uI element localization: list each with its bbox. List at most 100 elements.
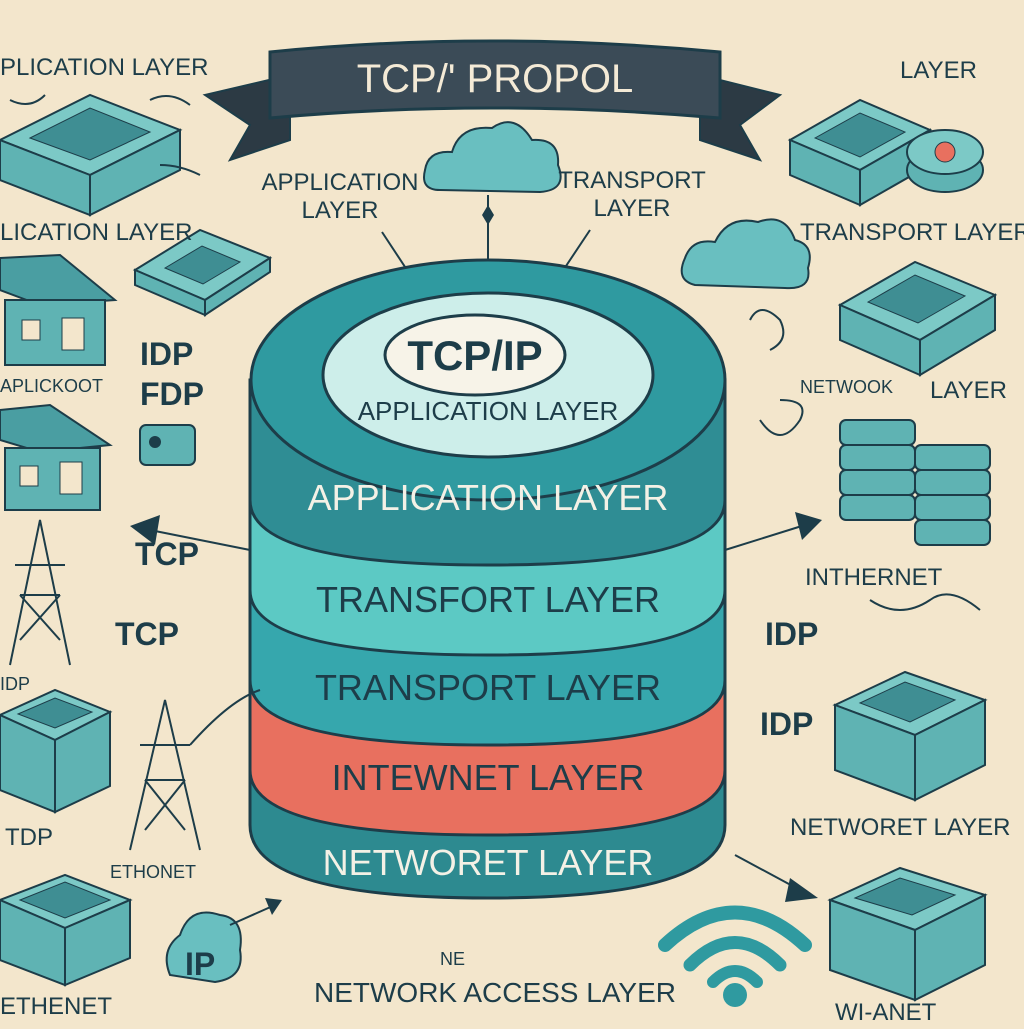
arrow-left-shaft — [149, 529, 251, 551]
banner-title: TCP/' PROPOL — [357, 57, 634, 101]
cloud-left-label-1: APPLICATION — [262, 169, 419, 196]
server-1-unit-2 — [839, 444, 916, 471]
device-left-mid-grid-icon — [16, 697, 94, 729]
device-bottom-left-side — [64, 898, 131, 987]
truck-right — [827, 866, 988, 1002]
doodle-3 — [759, 399, 804, 436]
server-1-unit-4 — [839, 494, 916, 521]
disk-top-right — [906, 129, 984, 193]
label-bottom-network-access: NETWORK ACCESS LAYER — [314, 977, 676, 1008]
layer-label-transfort: TRANSFORT LAYER — [316, 579, 660, 620]
pylon-2-brace-2 — [144, 779, 186, 831]
device-bottom-left-grid-icon — [18, 881, 112, 919]
label-fdp-left: FDP — [140, 376, 204, 412]
arrow-bottom-right — [734, 854, 818, 902]
doodles — [9, 94, 981, 611]
gadget-dot-icon — [149, 436, 161, 448]
ip-arrow-shaft — [229, 904, 276, 926]
label-right-network: NETWOOK — [800, 377, 893, 397]
top-cloud — [423, 121, 562, 318]
device-right-low-grid-icon — [858, 681, 957, 723]
cloud-left-label-2: LAYER — [302, 197, 379, 224]
label-right-idp-2: IDP — [760, 706, 813, 742]
arrow-right-head-icon — [795, 512, 822, 540]
cloud-right-label-1: TRANSPORT — [558, 167, 706, 194]
layer-label-transport: TRANSPORT LAYER — [315, 667, 661, 708]
banner-ribbon — [268, 39, 722, 120]
server-2-unit-4 — [914, 519, 991, 546]
label-ethonet-left: ETHONET — [110, 862, 196, 882]
label-ip-bottom: IP — [185, 946, 215, 982]
cloud-right-icon — [680, 218, 811, 290]
label-bottom-ne: NE — [440, 949, 465, 969]
device-left-mid — [0, 688, 113, 814]
arrow-right-shaft — [724, 524, 806, 551]
wifi-arc-1 — [658, 905, 812, 952]
chip-grid-icon — [163, 245, 242, 285]
servers-right — [839, 419, 991, 546]
layer-label-network: NETWORET LAYER — [323, 842, 654, 883]
truck-grid-icon — [853, 877, 957, 916]
label-tdp-left: TDP — [5, 824, 53, 851]
device-right-mid-side — [919, 293, 996, 377]
arrow-left-head-icon — [130, 515, 160, 545]
device-right-mid-grid-icon — [866, 274, 967, 324]
pylon-left-1 — [9, 519, 71, 666]
device-top-left-grid-icon — [28, 107, 152, 161]
label-top-left-application: PLICATION LAYER — [0, 54, 209, 81]
house-left-2 — [0, 403, 113, 511]
wifi-arc-2 — [683, 936, 787, 972]
label-idp-left: IDP — [140, 336, 193, 372]
connector-diamond-icon — [482, 205, 494, 225]
doodle-5 — [749, 309, 785, 351]
pylon-left-2 — [129, 689, 261, 851]
device-top-left-side — [89, 128, 181, 217]
stack-top-title: TCP/IP — [407, 332, 542, 379]
house-2-door — [59, 461, 83, 495]
truck-side — [914, 893, 986, 1002]
server-2-unit-1 — [914, 444, 991, 471]
device-bottom-left — [0, 873, 133, 987]
stack-top-badge — [383, 313, 567, 397]
label-tcp-left-1: TCP — [135, 536, 199, 572]
label-top-right-layer: LAYER — [900, 57, 977, 84]
device-left-mid-side — [54, 710, 111, 814]
cloud-right — [680, 218, 811, 290]
label-right-layer: LAYER — [930, 377, 1007, 404]
pylon-1-brace-2 — [19, 594, 61, 641]
gadget-left — [139, 424, 196, 466]
ip-arrow-head-icon — [265, 898, 282, 915]
cloud-right-label-2: LAYER — [594, 195, 671, 222]
house-1-window — [21, 319, 41, 341]
doodle-2 — [149, 95, 191, 106]
server-1-unit-1 — [839, 419, 916, 446]
title-banner: TCP/' PROPOL — [202, 39, 783, 162]
ip-cloud-icon — [165, 911, 242, 984]
pylon-1-legs — [9, 519, 71, 666]
layer-label-internet: INTEWNET LAYER — [332, 757, 645, 798]
server-2-unit-2 — [914, 469, 991, 496]
label-right-transport: TRANSPORT LAYER — [800, 219, 1024, 246]
arrow-bottom-right-head-icon — [785, 878, 818, 902]
device-top-left — [0, 93, 183, 217]
chip-side — [204, 256, 271, 317]
label-idp-small-left: IDP — [0, 674, 30, 694]
arrow-right — [724, 512, 822, 551]
cloud-icon — [423, 121, 562, 194]
disk-red-button-icon — [934, 141, 956, 163]
device-right-mid — [837, 260, 998, 377]
label-left-application-2: LICATION LAYER — [0, 219, 193, 246]
pylon-2-wire — [189, 689, 261, 746]
house-1-wall — [4, 299, 106, 366]
server-2-unit-3 — [914, 494, 991, 521]
device-right-low — [832, 670, 988, 802]
label-aplickoot: APLICKOOT — [0, 376, 103, 396]
stack-top-subtitle: APPLICATION LAYER — [358, 396, 619, 426]
ip-cloud: IP — [165, 898, 282, 984]
wifi-dot — [723, 983, 747, 1007]
label-ethenet-bottom-left: ETHENET — [0, 993, 112, 1020]
device-top-right-grid-icon — [813, 112, 907, 158]
doodle-6 — [159, 164, 201, 176]
